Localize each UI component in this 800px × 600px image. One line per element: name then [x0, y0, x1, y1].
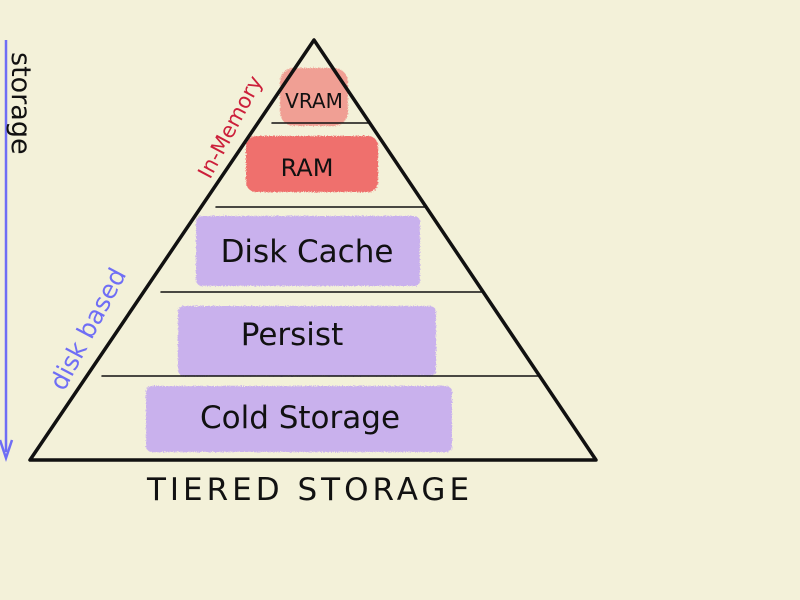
persist-fill — [178, 306, 436, 376]
storage-axis-arrow — [0, 40, 14, 462]
tier-label-ram: RAM — [281, 154, 334, 182]
pyramid — [28, 38, 598, 462]
tier-label-cold-storage: Cold Storage — [200, 400, 400, 436]
ram-fill — [246, 136, 378, 192]
cold-storage-fill — [146, 386, 452, 452]
vram-fill — [280, 68, 348, 126]
tier-fills — [146, 68, 452, 452]
storage-axis-label: storage — [5, 52, 36, 155]
tier-labels: VRAM RAM Disk Cache Persist Cold Storage — [200, 89, 400, 436]
disk-cache-fill — [196, 216, 420, 286]
tier-label-persist: Persist — [241, 317, 343, 353]
tier-label-disk-cache: Disk Cache — [221, 234, 394, 270]
tier-label-vram: VRAM — [285, 89, 343, 113]
pyramid-outline — [28, 38, 598, 462]
diagram-title: TIERED STORAGE — [146, 472, 473, 508]
